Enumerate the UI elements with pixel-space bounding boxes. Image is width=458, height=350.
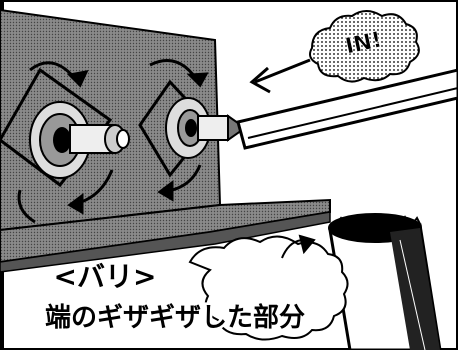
rotation-arrows [17, 59, 209, 224]
right-bit-assembly [138, 79, 247, 178]
caption: <バリ> 端のギザギザした部分 [42, 258, 307, 336]
caption-title: <バリ> [54, 260, 157, 293]
direction-arrow [249, 58, 311, 94]
cut-pipe [328, 213, 442, 350]
in-balloon: IN! [309, 10, 420, 83]
caption-cloud [188, 234, 349, 341]
balloon-text: IN! [343, 28, 384, 60]
left-bit-assembly [0, 67, 130, 188]
caption-subtitle: 端のギザギザした部分 [45, 303, 305, 333]
plate-ledge-front [0, 211, 331, 273]
tool-shaft [236, 68, 458, 150]
